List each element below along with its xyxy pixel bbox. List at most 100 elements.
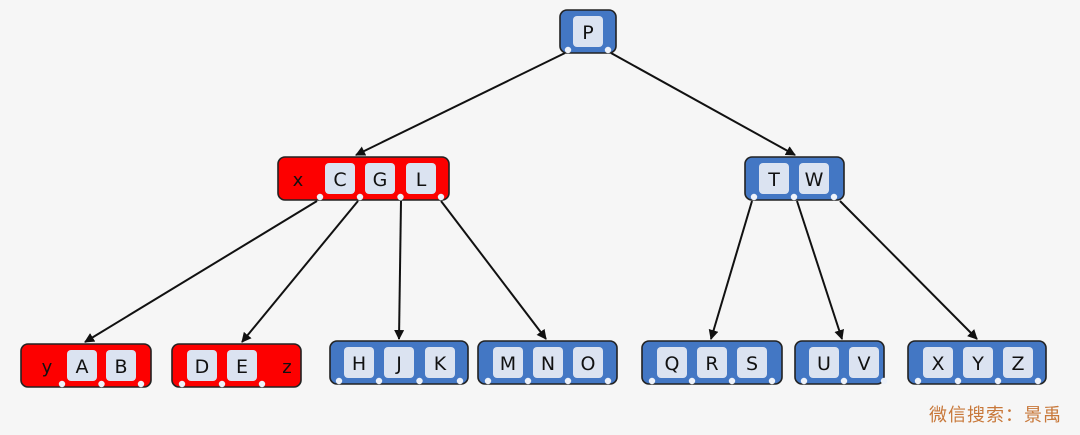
key-label: P	[582, 22, 593, 44]
key-label: L	[416, 169, 427, 191]
key-label: U	[817, 353, 831, 375]
child-pointer-dot	[218, 380, 226, 388]
node-n-mno: M N O	[477, 340, 618, 385]
edge-root-to-n-cgl	[355, 52, 566, 156]
key-label: G	[373, 169, 388, 191]
key-box	[1003, 347, 1033, 378]
child-pointer-dot	[914, 377, 922, 385]
child-pointer-dot	[800, 377, 808, 385]
child-pointer-dot	[58, 380, 66, 388]
key-label: Y	[971, 353, 984, 375]
key-label: W	[805, 169, 824, 191]
key-box	[697, 347, 727, 378]
key-box	[849, 347, 879, 378]
key-box	[923, 347, 953, 378]
key-label: H	[352, 353, 366, 375]
node-root: P	[559, 9, 617, 54]
key-box	[425, 347, 455, 378]
key-label: E	[236, 356, 248, 378]
child-pointer-dot	[484, 377, 492, 385]
child-pointer-dot	[437, 193, 445, 201]
child-pointer-dot	[98, 380, 105, 388]
child-pointer-dot	[648, 377, 656, 385]
key-box	[325, 163, 355, 194]
child-pointer-dot	[178, 380, 186, 388]
key-box	[365, 163, 395, 194]
key-box	[799, 163, 829, 194]
key-box	[963, 347, 993, 378]
key-label: K	[434, 353, 447, 375]
key-box	[809, 347, 839, 378]
child-pointer-dot	[356, 193, 364, 201]
edge-n-cgl-to-n-hjk	[394, 200, 405, 340]
edge-n-cgl-to-n-mno	[440, 200, 547, 340]
key-box	[384, 347, 414, 378]
child-pointer-dot	[335, 377, 343, 385]
edge-n-tw-to-n-qrs	[708, 200, 753, 340]
child-pointer-dot	[768, 377, 776, 385]
key-label: R	[705, 353, 718, 375]
child-pointer-dot	[416, 377, 423, 385]
child-pointer-dot	[994, 377, 1002, 385]
node-marker-label: x	[293, 170, 304, 191]
child-pointer-dot	[456, 377, 464, 385]
key-label: J	[395, 353, 402, 375]
child-pointer-dot	[830, 193, 838, 201]
node-marker-label: z	[282, 357, 291, 378]
key-box	[533, 347, 563, 378]
key-label: V	[858, 353, 871, 375]
key-label: S	[746, 353, 758, 375]
node-marker-label: y	[42, 357, 53, 378]
edge-n-tw-to-n-xyz	[839, 200, 978, 340]
node-n-xyz: X Y Z	[907, 340, 1047, 385]
child-pointer-dot	[564, 46, 572, 54]
key-box	[573, 347, 603, 378]
key-label: Z	[1011, 353, 1024, 375]
key-label: B	[114, 356, 127, 378]
child-pointer-dot	[688, 377, 696, 385]
child-pointer-dot	[604, 46, 612, 54]
child-pointer-dot	[750, 193, 758, 201]
key-box	[67, 350, 97, 381]
child-pointer-dot	[840, 377, 848, 385]
key-box	[573, 16, 603, 47]
key-label: D	[195, 356, 210, 378]
key-box	[493, 347, 523, 378]
key-label: M	[500, 353, 516, 375]
key-box	[344, 347, 374, 378]
child-pointer-dot	[1034, 377, 1042, 385]
child-pointer-dot	[954, 377, 962, 385]
child-pointer-dot	[880, 377, 888, 385]
key-label: A	[76, 356, 89, 378]
child-pointer-dot	[604, 377, 612, 385]
child-pointer-dot	[258, 380, 266, 388]
edges	[84, 52, 978, 343]
child-pointer-dot	[316, 193, 324, 201]
key-box	[106, 350, 136, 381]
key-box	[737, 347, 767, 378]
key-box	[227, 350, 257, 381]
child-pointer-dot	[728, 377, 736, 385]
child-pointer-dot	[397, 193, 404, 201]
child-pointer-dot	[524, 377, 532, 385]
child-pointer-dot	[137, 380, 145, 388]
key-label: T	[767, 169, 780, 191]
watermark: 微信搜索：景禹	[929, 405, 1062, 426]
key-box	[657, 347, 687, 378]
key-label: N	[541, 353, 555, 375]
key-label: X	[931, 353, 944, 375]
edge-n-tw-to-n-uv	[796, 200, 844, 340]
key-label: O	[581, 353, 596, 375]
key-box	[187, 350, 217, 381]
key-label: C	[333, 169, 346, 191]
child-pointer-dot	[564, 377, 572, 385]
